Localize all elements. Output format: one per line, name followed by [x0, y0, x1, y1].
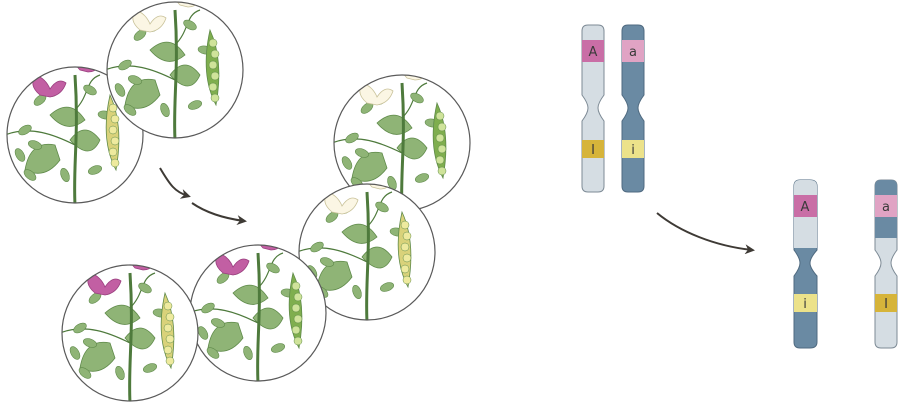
plant-purple-flower-yellow-pod-parent: [6, 66, 144, 204]
chromosome-parental-dark: a i: [621, 24, 645, 193]
allele-band-a-recombinant: [875, 195, 897, 217]
allele-label-i-recombinant: i: [803, 297, 807, 312]
plant-white-flower-yellow-pod-offspring: [298, 183, 436, 321]
allele-label-I-recombinant: I: [884, 297, 888, 312]
chromosome-recombinant-light-top: A i: [793, 179, 818, 349]
plant-white-flower-green-pod-offspring-top: [333, 74, 471, 212]
chromosomes-group: A I a i A i a I: [581, 24, 898, 349]
allele-band-A: [582, 40, 604, 62]
allele-band-I: [582, 140, 604, 158]
allele-label-A: A: [589, 45, 598, 60]
allele-label-i: i: [631, 143, 635, 158]
allele-band-a: [622, 40, 644, 62]
allele-band-I-recombinant: [875, 294, 897, 312]
chromosome-recombinant-dark-top: a I: [874, 179, 898, 349]
allele-band-i: [622, 140, 644, 158]
allele-label-a-recombinant: a: [882, 200, 890, 215]
cross-arrow-left: [159, 167, 191, 199]
plant-white-flower-green-pod-parent: [106, 1, 244, 139]
plant-purple-flower-yellow-pod-offspring: [61, 264, 199, 402]
allele-label-I: I: [591, 143, 595, 158]
offspring-arrow: [191, 202, 247, 226]
allele-band-i-recombinant: [794, 294, 817, 312]
plant-circle-border: [6, 66, 144, 204]
plant-circle-border: [106, 1, 244, 139]
plant-circle-border: [61, 264, 199, 402]
allele-label-A-recombinant: A: [801, 200, 810, 215]
recombination-arrow: [656, 212, 755, 255]
chromosome-parental-light: A I: [581, 24, 605, 193]
plant-circle-border: [298, 183, 436, 321]
allele-label-a: a: [629, 45, 637, 60]
allele-band-A-recombinant: [794, 195, 817, 217]
plants-group: [6, 1, 471, 402]
